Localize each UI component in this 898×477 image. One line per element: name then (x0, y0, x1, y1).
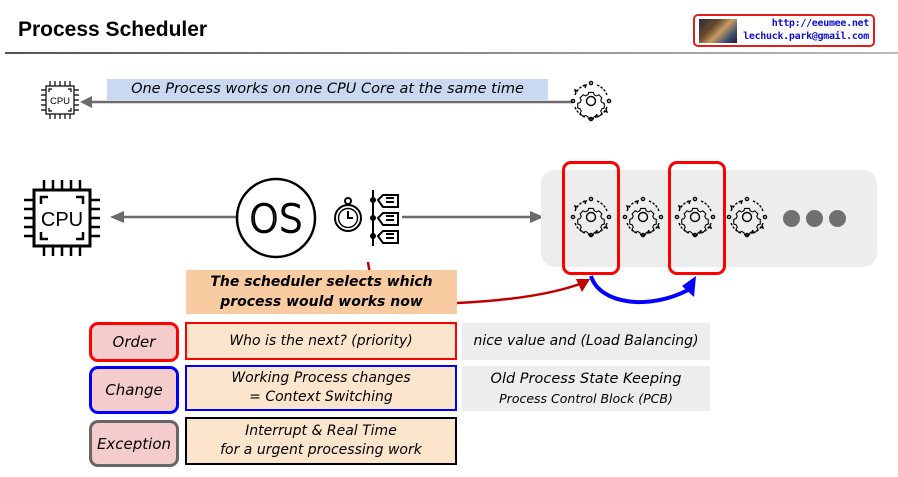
context-switch-arrowhead (682, 276, 696, 297)
process-1-icon[interactable] (570, 196, 612, 238)
contact-url[interactable]: http://eeumee.net (771, 18, 870, 29)
os-icon: OS (235, 177, 317, 259)
author-thumbnail (699, 19, 737, 43)
process-2-icon[interactable] (622, 196, 664, 238)
os-label: OS (249, 197, 303, 241)
exception-label: Exception (89, 420, 179, 467)
scheduler-callout: The scheduler selects which process woul… (186, 270, 457, 314)
scheduler-to-queue-arrow (402, 211, 544, 223)
scheduler-icon (334, 190, 399, 246)
change-desc-line-2: = Context Switching (249, 389, 393, 405)
process-gear-icon (570, 80, 612, 122)
cpu-large-label: CPU (41, 209, 83, 231)
change-note-line-1: Old Process State Keeping (490, 370, 682, 387)
cpu-large-icon: CPU (24, 180, 100, 256)
more-dot-icon (829, 210, 846, 227)
process-4-icon[interactable] (726, 196, 768, 238)
change-desc-line-1: Working Process changes (231, 370, 411, 386)
select-arrowhead (576, 279, 590, 292)
exception-description: Interrupt & Real Time for a urgent proce… (185, 417, 457, 465)
exception-desc-line-1: Interrupt & Real Time (245, 423, 397, 439)
more-dot-icon (783, 210, 800, 227)
cpu-small-label: CPU (50, 96, 70, 107)
change-description: Working Process changes = Context Switch… (185, 365, 457, 411)
callout-line-1: The scheduler selects which (210, 274, 433, 290)
page-title: Process Scheduler (18, 18, 208, 41)
contact-email[interactable]: lechuck.park@gmail.com (743, 31, 869, 42)
cpu-small-icon: CPU (41, 81, 79, 119)
top-banner: One Process works on one CPU Core at the… (107, 79, 548, 100)
change-label: Change (89, 366, 179, 414)
order-label: Order (89, 322, 179, 362)
more-dot-icon (806, 210, 823, 227)
next-process-highlight (668, 161, 726, 275)
context-switch-curve-arrow (589, 275, 689, 305)
process-3-icon[interactable] (674, 196, 716, 238)
callout-line-2: process would works now (220, 294, 423, 310)
contact-badge: http://eeumee.net lechuck.park@gmail.com (693, 14, 875, 47)
change-note: Old Process State Keeping Process Contro… (462, 366, 710, 411)
top-arrow (80, 96, 573, 108)
os-to-cpu-arrow (110, 211, 238, 223)
order-description: Who is the next? (priority) (185, 322, 457, 360)
order-desc-line: Who is the next? (priority) (229, 332, 413, 349)
selected-process-highlight (562, 161, 620, 275)
order-note: nice value and (Load Balancing) (462, 323, 710, 360)
exception-desc-line-2: for a urgent processing work (220, 442, 422, 458)
title-divider (5, 52, 898, 54)
change-note-line-2: Process Control Block (PCB) (499, 390, 673, 406)
order-note-line: nice value and (Load Balancing) (473, 333, 699, 349)
